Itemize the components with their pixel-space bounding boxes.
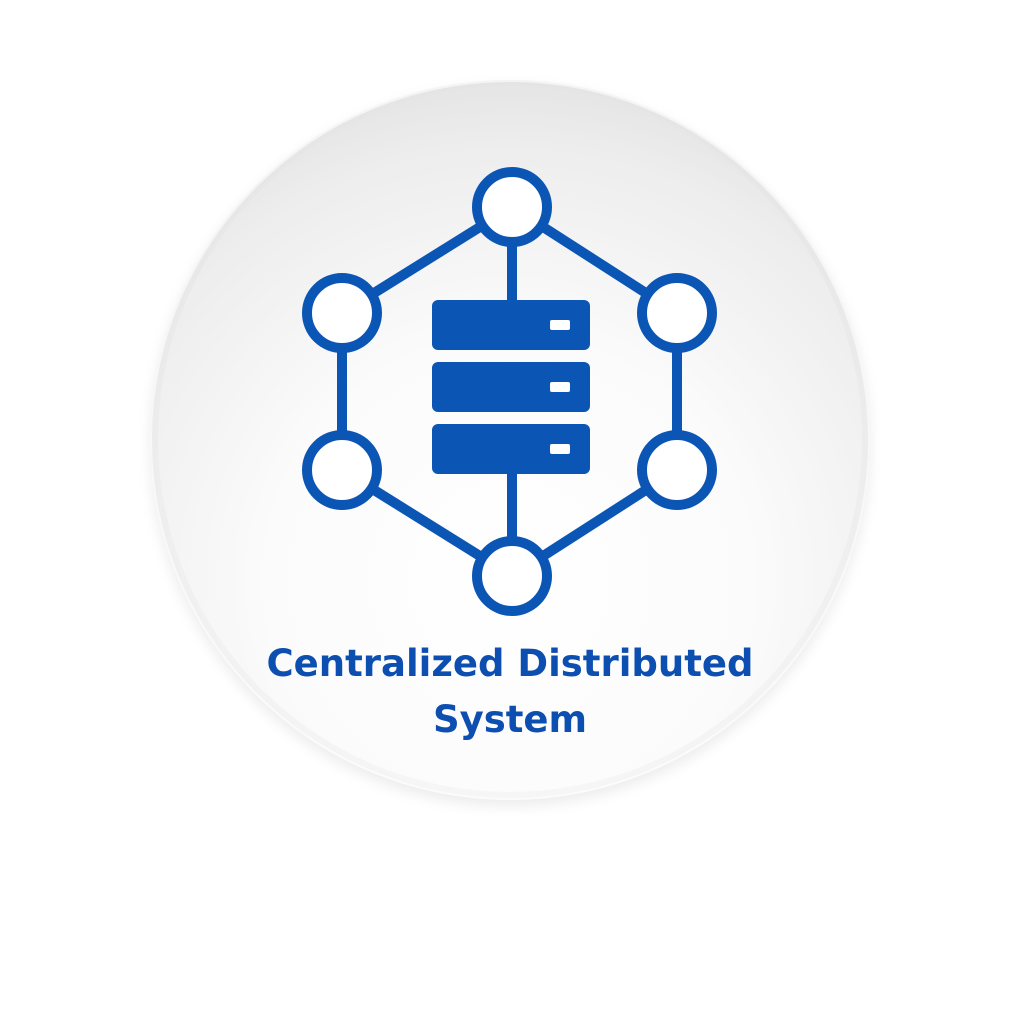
diagram-caption: Centralized Distributed System	[150, 636, 870, 748]
server-stack-icon	[432, 300, 590, 474]
node-upper-left-icon	[302, 273, 382, 353]
network-nodes	[302, 167, 717, 616]
node-lower-left-icon	[302, 430, 382, 510]
caption-line-1: Centralized Distributed	[266, 642, 754, 685]
caption-line-2: System	[432, 698, 588, 741]
server-unit-2	[432, 362, 590, 412]
node-upper-right-icon	[637, 273, 717, 353]
server-slot-2	[550, 382, 570, 392]
server-slot-3	[550, 444, 570, 454]
node-bottom-icon	[472, 536, 552, 616]
server-unit-3	[432, 424, 590, 474]
node-lower-right-icon	[637, 430, 717, 510]
node-top-icon	[472, 167, 552, 247]
server-unit-1	[432, 300, 590, 350]
server-slot-1	[550, 320, 570, 330]
